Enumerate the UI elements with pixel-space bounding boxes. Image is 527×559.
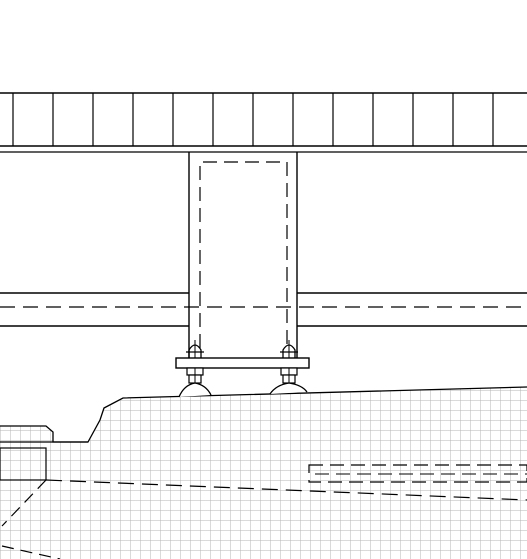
- anchor-bolt-left: [186, 340, 204, 384]
- left-hidden-bottom: [1, 545, 61, 559]
- vertical-column: [188, 152, 298, 358]
- concrete-foundation: [0, 386, 527, 559]
- grout-pad-left: [178, 382, 212, 398]
- anchor-bolt-right: [280, 340, 298, 384]
- top-beam: [0, 92, 527, 153]
- base-plate: [175, 357, 310, 369]
- grout-pad-right: [269, 382, 308, 395]
- foundation-fill: [0, 387, 527, 559]
- embedded-hidden-line: [45, 479, 527, 501]
- left-hidden-diagonal: [1, 479, 47, 527]
- left-recess-outline: [0, 447, 47, 481]
- embedded-member: [308, 464, 527, 483]
- beam-panel-divisions: [12, 93, 494, 146]
- column-hidden-outline: [199, 161, 288, 348]
- horizontal-beam: [0, 292, 527, 327]
